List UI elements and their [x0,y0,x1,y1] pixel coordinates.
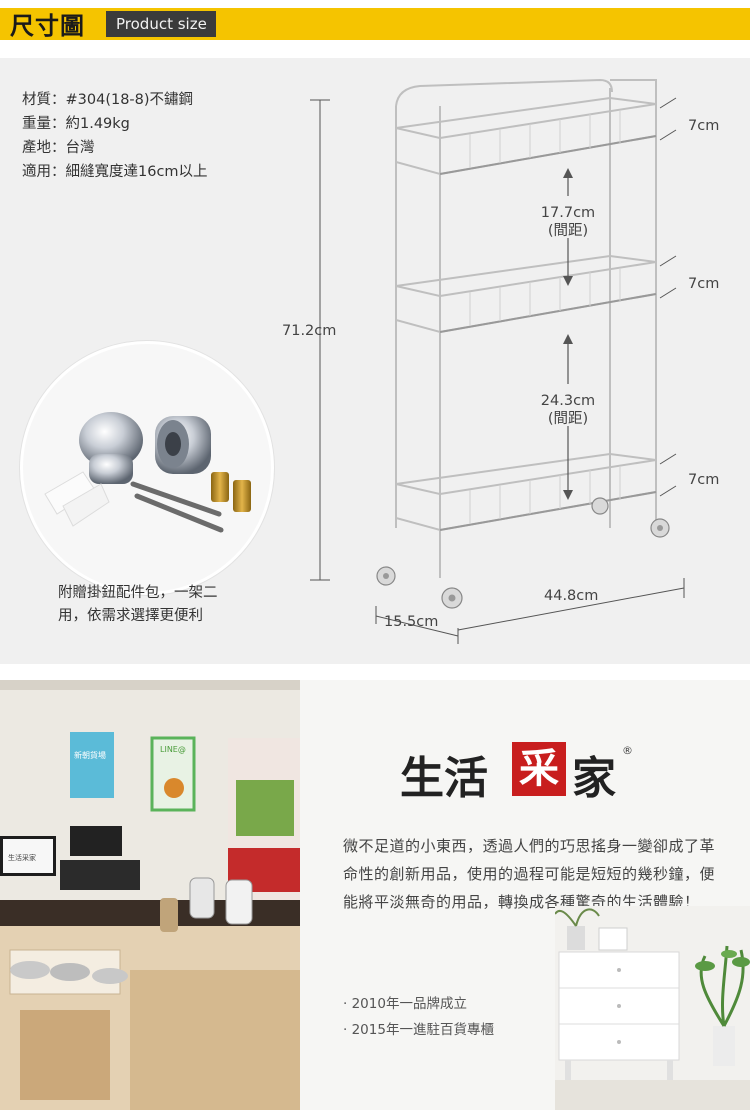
brand-milestones: · 2010年一品牌成立 · 2015年一進駐百貨專櫃 [343,991,494,1043]
spec-weight: 重量：約1.49kg [22,116,130,132]
accessory-photo [20,341,274,595]
spec-fit: 適用：細縫寬度達16cm以上 [22,164,208,180]
accessory-caption: 附贈掛鈕配件包，一架二 用，依需求選擇更便利 [58,585,218,624]
store-illustration: 生活采家 新朝貨場 LINE@ [0,680,300,1110]
brand-logo: 生活 采 家 ® [400,742,640,804]
poster-text-2: LINE@ [160,745,186,754]
store-sign-text: 生活采家 [8,853,36,862]
section-title: 尺寸圖 [10,12,85,40]
milestone-item: · 2010年一品牌成立 [343,996,467,1012]
brand-section: 生活采家 新朝貨場 LINE@ 生活 采 家 ® 微不足道的小東西，透過人們的巧… [0,680,750,1110]
registered-mark: ® [622,744,633,757]
logo-seal: 采 [512,742,566,796]
spec-material: 材質：#304(18-8)不鏽鋼 [22,92,194,108]
logo-right-text: 家 [572,753,616,804]
dim-basket-depth-3: 7cm [688,472,720,488]
brand-description: 微不足道的小東西，透過人們的巧思搖身一變卻成了革命性的創新用品，使用的過程可能是… [343,837,716,911]
dim-gap-lower: 24.3cm (間距) [540,393,596,427]
poster-text-1: 新朝貨場 [74,750,106,760]
section-subtitle: Product size [106,11,216,37]
spec-origin: 產地：台灣 [22,140,95,156]
section-header: 尺寸圖 Product size [0,0,750,48]
spec-list: 材質：#304(18-8)不鏽鋼 重量：約1.49kg 產地：台灣 適用：細縫寬… [22,88,208,184]
dim-basket-depth-1: 7cm [688,118,720,134]
dim-length: 44.8cm [544,588,599,604]
dim-width: 15.5cm [384,614,439,630]
logo-left-text: 生活 [400,753,488,804]
dim-basket-depth-2: 7cm [688,276,720,292]
milestone-item: · 2015年一進駐百貨專櫃 [343,1022,494,1038]
dim-height: 71.2cm [282,323,337,339]
product-size-panel: 材質：#304(18-8)不鏽鋼 重量：約1.49kg 產地：台灣 適用：細縫寬… [0,58,750,664]
decor-cabinet-illustration [555,906,750,1110]
dim-gap-upper: 17.7cm (間距) [540,205,596,239]
rack-dimension-diagram [310,78,685,644]
accessory-kit-illustration [44,412,251,533]
store-photo: 生活采家 新朝貨場 LINE@ [0,680,300,1110]
